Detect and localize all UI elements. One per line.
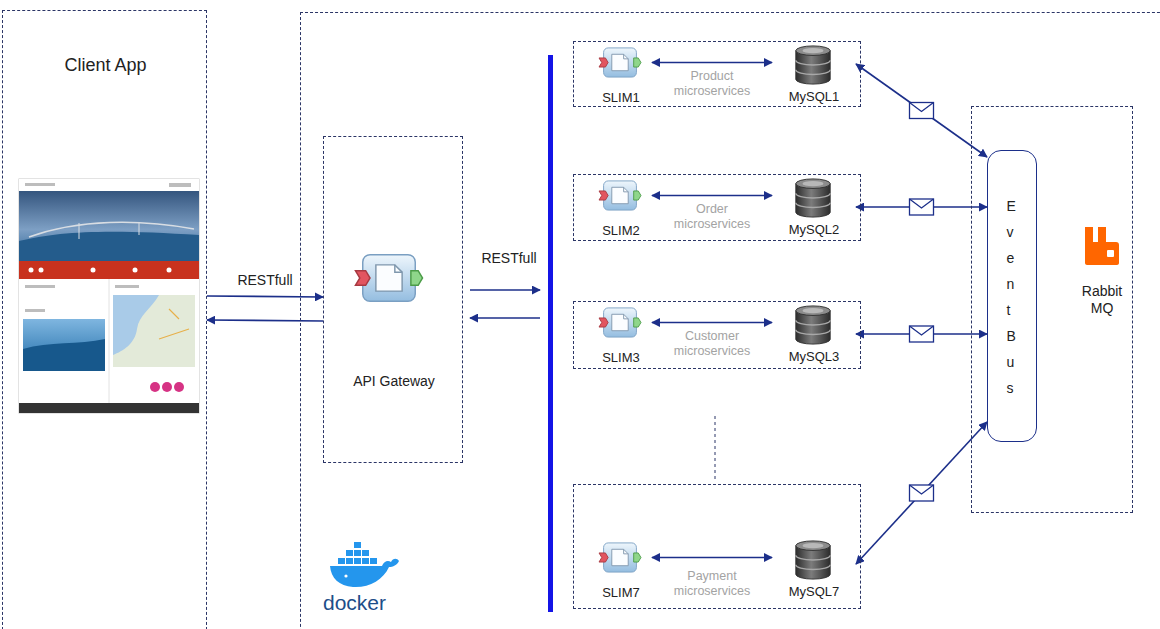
docker-host-region: docker API Gateway Product microservicesSL… <box>300 12 1160 629</box>
node-label: SLIM7 <box>590 585 652 601</box>
mysql-database: MySQL2 <box>772 177 856 240</box>
node-label: Event Bus <box>1007 193 1014 401</box>
mysql-database: MySQL7 <box>772 539 856 602</box>
slim-icon <box>598 47 642 78</box>
microservice-group: Payment microservicesSLIM7 MySQL7 <box>573 484 861 609</box>
node-label: Rabbit MQ <box>1072 283 1132 317</box>
database-cylinder <box>793 304 833 346</box>
microservice-group: Customer microservicesSLIM3 MySQL3 <box>573 301 861 369</box>
node-label: Product microservices <box>667 69 757 99</box>
connector-arrow <box>652 62 772 64</box>
node-label: Customer microservices <box>667 329 757 359</box>
slim-icon <box>598 307 642 338</box>
node-label: MySQL1 <box>772 89 856 105</box>
connector-arrow <box>652 557 772 559</box>
rabbitmq-logo <box>1085 227 1119 265</box>
gateway-request-arrow <box>470 289 540 291</box>
node-label: API Gateway <box>324 373 464 390</box>
node-label: Client App <box>3 55 208 77</box>
mysql-database: MySQL1 <box>772 44 856 107</box>
service-bus-bar <box>548 55 553 612</box>
protocol-label: RESTfull <box>479 250 538 266</box>
message-envelope <box>910 199 934 215</box>
slim-service: SLIM3 <box>590 307 652 368</box>
slim-service: SLIM7 <box>590 542 652 603</box>
microservice-group: Product microservicesSLIM1 MySQL1 <box>573 41 861 107</box>
connector-arrow <box>207 296 323 297</box>
message-envelope <box>910 326 934 342</box>
node-label: MySQL3 <box>772 349 856 365</box>
docker-whale-logo <box>330 542 399 587</box>
connector-arrow <box>856 422 987 564</box>
connectors <box>207 63 987 565</box>
ellipsis-link <box>715 416 716 480</box>
slim-service: SLIM1 <box>590 47 652 108</box>
node-label: MySQL2 <box>772 222 856 238</box>
message-envelope <box>910 485 934 501</box>
database-cylinder <box>793 177 833 219</box>
message-envelope <box>910 103 934 119</box>
node-label: SLIM3 <box>590 350 652 366</box>
api-gateway-box: API Gateway <box>323 136 463 463</box>
connector-arrow <box>652 195 772 197</box>
event-bus: Event Bus <box>987 150 1037 442</box>
node-label: Payment microservices <box>667 569 757 599</box>
slim-icon <box>598 542 642 573</box>
app-screenshot <box>19 179 199 413</box>
database-cylinder <box>793 539 833 581</box>
node-label: SLIM2 <box>590 223 652 239</box>
slim-service: SLIM2 <box>590 180 652 241</box>
node-label: MySQL7 <box>772 584 856 600</box>
node-label: SLIM1 <box>590 90 652 106</box>
client-app-panel: Client App <box>2 10 207 629</box>
node-label: Order microservices <box>667 202 757 232</box>
database-cylinder <box>793 44 833 86</box>
microservice-group: Order microservicesSLIM2 MySQL2 <box>573 174 861 241</box>
slim-icon <box>598 180 642 211</box>
edge-label: RESTfull <box>235 272 294 288</box>
gateway-response-arrow <box>470 317 540 319</box>
connector-arrow <box>856 64 987 157</box>
connector-arrow <box>652 322 772 324</box>
rabbitmq-box: Rabbit MQ Event Bus <box>971 106 1133 513</box>
slim-icon <box>354 253 424 303</box>
node-label: docker <box>323 590 423 615</box>
mysql-database: MySQL3 <box>772 304 856 367</box>
connector-arrow <box>207 320 323 321</box>
